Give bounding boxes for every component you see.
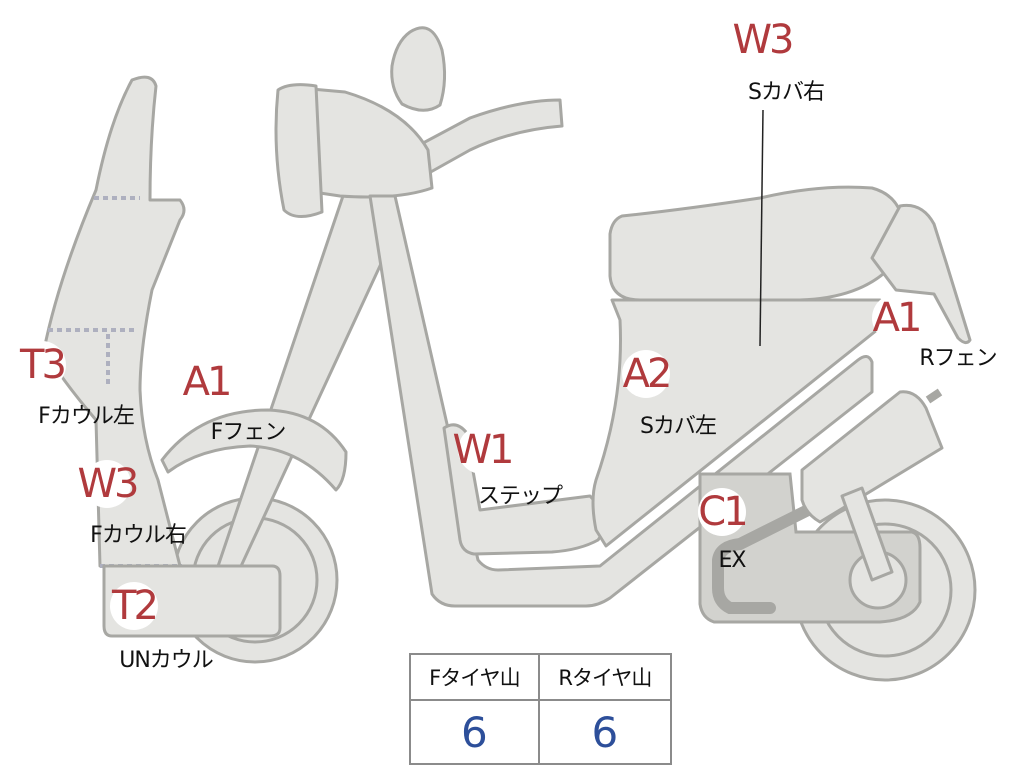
front-tire-header: Fタイヤ山 xyxy=(409,653,540,701)
callout-a1-front-code: A1 xyxy=(182,358,232,406)
callout-w3-front-code: W3 xyxy=(77,460,140,508)
front-tire-value: 6 xyxy=(409,699,540,765)
front-cowl-left xyxy=(42,75,186,568)
callout-t3-code: T3 xyxy=(18,341,67,389)
tire-tread-table: Fタイヤ山 Rタイヤ山 6 6 xyxy=(409,653,673,765)
step-floor xyxy=(442,423,614,556)
frame-tube xyxy=(368,194,874,608)
callout-w1-code: W1 xyxy=(452,426,515,474)
callout-w3-side-label: Sカバ右 xyxy=(748,80,825,105)
rear-tire-header: Rタイヤ山 xyxy=(537,653,673,701)
callout-a2-code: A2 xyxy=(622,350,672,398)
callout-c1-code: C1 xyxy=(698,488,749,536)
tire-table-value-row: 6 6 xyxy=(409,699,673,765)
callout-w3-side-code: W3 xyxy=(732,16,795,64)
callout-t3-label: Fカウル左 xyxy=(38,404,135,429)
sidecover-right-leader xyxy=(759,109,764,347)
callout-c1-label: EX xyxy=(718,548,747,573)
callout-t2-label: UNカウル xyxy=(119,648,214,673)
swing-arm xyxy=(840,486,894,582)
handlebar xyxy=(408,98,564,180)
cowl-seam-mid xyxy=(48,328,138,388)
headlight xyxy=(390,26,447,112)
callout-a1-rear-label: Rフェン xyxy=(919,346,997,371)
callout-a1-rear-code: A1 xyxy=(872,294,922,342)
shock-absorber xyxy=(800,390,944,524)
front-fender xyxy=(160,408,348,492)
exhaust-pipe xyxy=(712,498,826,614)
callout-w1-label: ステップ xyxy=(477,484,563,509)
meter xyxy=(274,83,324,218)
callout-t2-code: T2 xyxy=(110,582,159,630)
callout-a1-front-label: Fフェン xyxy=(210,420,287,445)
tire-table-header-row: Fタイヤ山 Rタイヤ山 xyxy=(409,653,673,701)
rear-tire-value: 6 xyxy=(537,699,673,765)
callout-w3-front-label: Fカウル右 xyxy=(90,523,187,548)
seat xyxy=(608,185,906,302)
callout-a2-label: Sカバ左 xyxy=(640,414,717,439)
rear-fender xyxy=(870,203,972,345)
